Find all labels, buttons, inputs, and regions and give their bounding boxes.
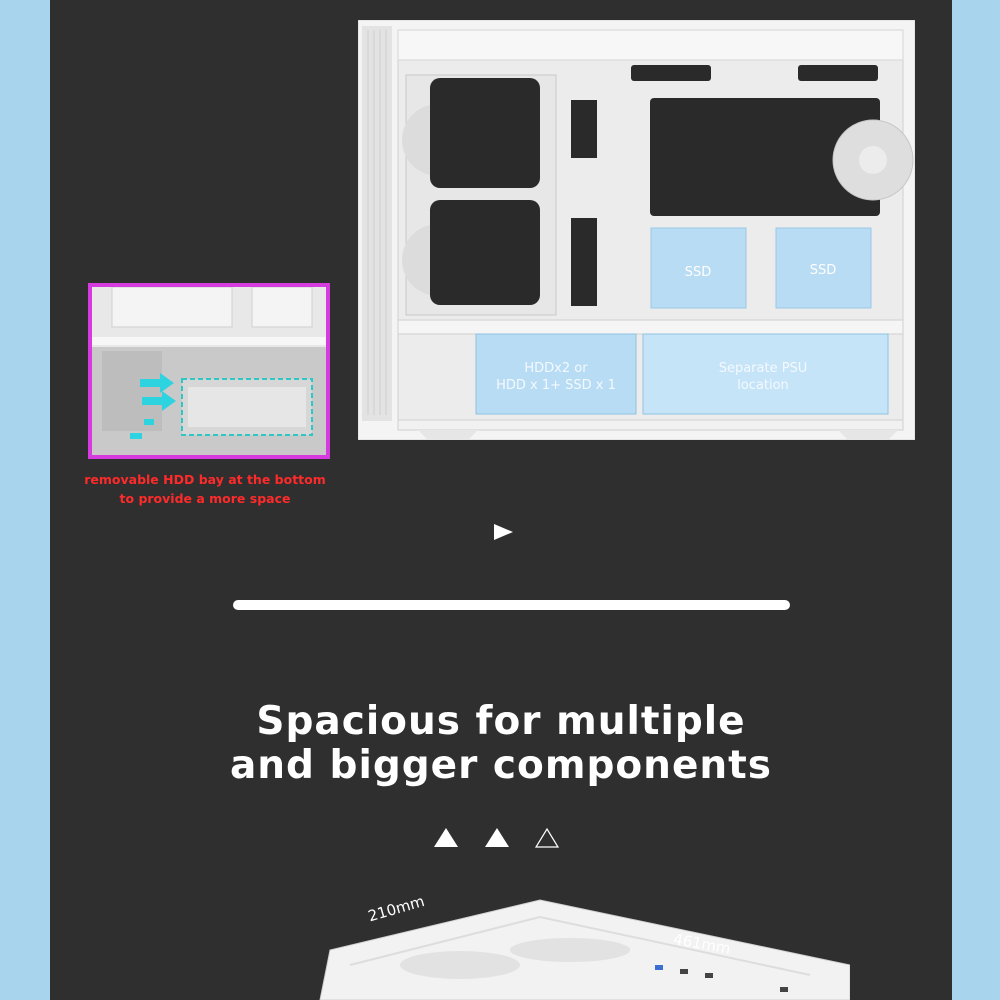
play-icon[interactable] — [494, 524, 513, 540]
hdd-bay-inset — [88, 283, 330, 459]
inset-caption-line2: to provide a more space — [119, 491, 291, 506]
ssd-right-label: SSD — [810, 263, 837, 278]
hdd-bay-label-line1: HDDx2 or — [524, 361, 588, 376]
psu-label-line1: Separate PSU — [719, 361, 808, 376]
triangle-filled-icon[interactable] — [434, 828, 458, 847]
headline-line1: Spacious for multiple — [256, 699, 746, 744]
case-top-view — [310, 895, 850, 1000]
triangle-filled-icon[interactable] — [485, 828, 509, 847]
inset-caption: removable HDD bay at the bottom to provi… — [50, 470, 360, 508]
ssd-left-label: SSD — [685, 265, 712, 280]
headline: Spacious for multiple and bigger compone… — [50, 700, 952, 788]
case-top-illustration — [319, 899, 850, 1000]
case-side-view: SSD SSD HDDx2 or HDD x 1+ SSD x 1 Separa… — [358, 20, 915, 440]
product-panel: SSD SSD HDDx2 or HDD x 1+ SSD x 1 Separa… — [50, 0, 952, 1000]
slide-pager — [434, 828, 564, 850]
headline-line2: and bigger components — [229, 743, 773, 788]
psu-label-line2: location — [737, 378, 789, 393]
hdd-bay-illustration — [92, 287, 326, 455]
progress-bar[interactable] — [233, 600, 790, 610]
triangle-outline-icon[interactable] — [535, 828, 559, 848]
case-illustration: SSD SSD HDDx2 or HDD x 1+ SSD x 1 Separa… — [358, 20, 915, 440]
hdd-bay-label-line2: HDD x 1+ SSD x 1 — [496, 378, 616, 393]
inset-caption-line1: removable HDD bay at the bottom — [84, 472, 326, 487]
